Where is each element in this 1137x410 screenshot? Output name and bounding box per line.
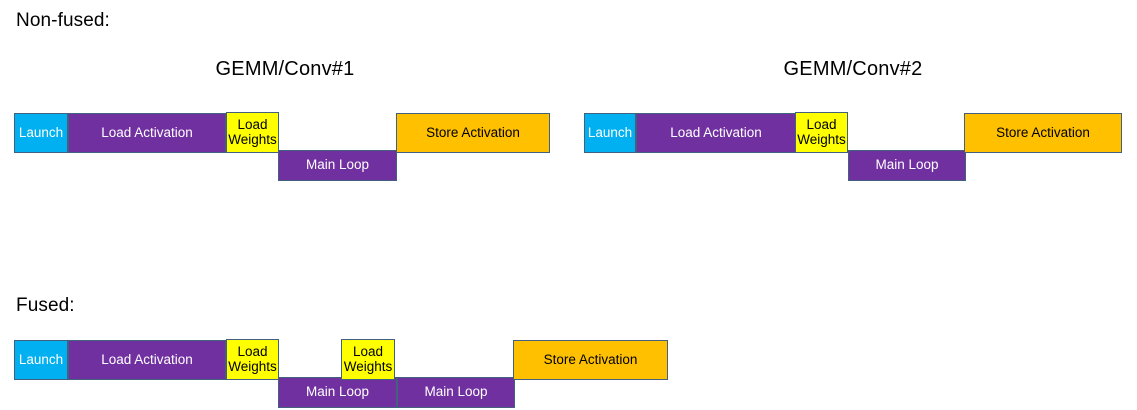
timeline-bar-label: Load Weights	[228, 343, 277, 374]
group-title-gemm-conv-1: GEMM/Conv#1	[215, 58, 355, 80]
section-label-non-fused: Non-fused:	[16, 10, 110, 31]
timeline-bar-launch-1[interactable]: Launch	[14, 113, 68, 153]
timeline-bar-label: Load Weights	[228, 116, 277, 147]
timeline-bar-label: Launch	[18, 351, 64, 367]
timeline-bar-label: Load Weights	[343, 343, 393, 374]
timeline-bar-launch-2[interactable]: Launch	[584, 113, 636, 153]
timeline-bar-store-act-1[interactable]: Store Activation	[396, 113, 550, 153]
timeline-bar-label: Load Activation	[670, 124, 762, 140]
timeline-bar-label: Launch	[587, 124, 633, 140]
timeline-bar-label: Load Activation	[101, 124, 193, 140]
timeline-bar-store-act-2[interactable]: Store Activation	[964, 113, 1122, 153]
timeline-bar-main-loop-1[interactable]: Main Loop	[278, 150, 397, 181]
timeline-bar-f-store-act[interactable]: Store Activation	[513, 340, 668, 380]
timeline-bar-load-wts-2[interactable]: Load Weights	[795, 112, 848, 153]
timeline-bar-f-main-loop-2[interactable]: Main Loop	[397, 377, 515, 408]
timeline-bar-label: Main Loop	[305, 384, 370, 400]
timeline-bar-load-act-1[interactable]: Load Activation	[68, 113, 226, 153]
timeline-bar-label: Store Activation	[426, 124, 520, 140]
timeline-bar-label: Launch	[18, 124, 64, 140]
timeline-bar-label: Load Activation	[101, 351, 193, 367]
timeline-bar-f-main-loop-1[interactable]: Main Loop	[278, 377, 397, 408]
timeline-bar-label: Load Weights	[797, 116, 846, 147]
timeline-bar-f-load-act[interactable]: Load Activation	[68, 340, 226, 380]
section-label-fused: Fused:	[16, 295, 75, 316]
timeline-bar-label: Store Activation	[543, 351, 638, 367]
timeline-bar-f-load-wts-2[interactable]: Load Weights	[341, 339, 395, 380]
group-title-gemm-conv-2: GEMM/Conv#2	[783, 58, 923, 80]
timeline-bar-f-load-wts-1[interactable]: Load Weights	[226, 339, 279, 380]
timeline-bar-label: Store Activation	[996, 124, 1090, 140]
timeline-bar-f-launch[interactable]: Launch	[14, 340, 68, 380]
timeline-bar-load-wts-1[interactable]: Load Weights	[226, 112, 279, 153]
timeline-bar-load-act-2[interactable]: Load Activation	[636, 113, 796, 153]
timeline-bar-main-loop-2[interactable]: Main Loop	[848, 150, 966, 181]
timeline-bar-label: Main Loop	[424, 384, 488, 400]
timeline-bar-label: Main Loop	[875, 157, 939, 173]
timeline-bar-label: Main Loop	[305, 157, 370, 173]
